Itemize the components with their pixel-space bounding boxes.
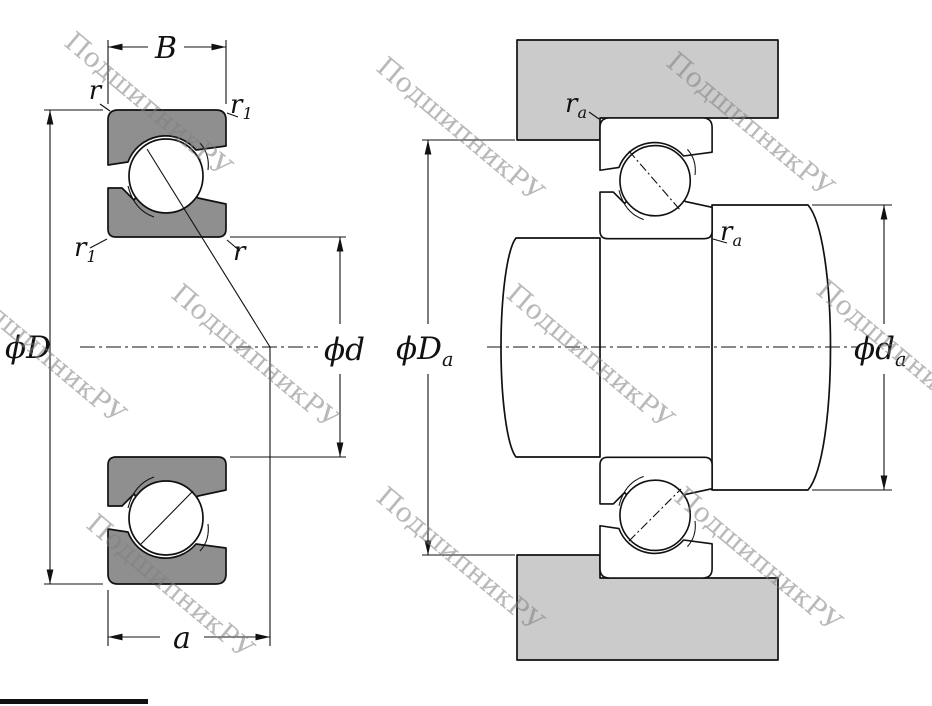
leader-r-outer <box>99 103 111 112</box>
leader-r1-outer <box>226 112 239 118</box>
label-phi-da: ϕda <box>854 331 906 371</box>
housing-block-bottom <box>516 554 779 661</box>
bearing-section-top <box>107 109 227 238</box>
bearing-section-bottom-mounted <box>599 456 713 579</box>
bearing-section-top-mounted <box>599 117 713 240</box>
dimension-a <box>107 347 271 646</box>
bearing-section-bottom <box>107 456 227 585</box>
label-B: B <box>154 31 177 66</box>
cross-section-view <box>44 40 346 646</box>
contact-axis-top-right <box>628 150 682 212</box>
leader-r1-inner <box>89 238 108 249</box>
dimension-da <box>812 204 892 491</box>
label-r1-outer: r1 <box>230 90 253 123</box>
dimension-D <box>44 109 103 585</box>
label-ra-shaft: ra <box>720 217 742 250</box>
label-a: a <box>173 621 191 656</box>
leader-ra-housing <box>588 111 600 120</box>
mounting-view <box>422 39 892 661</box>
label-r1-inner: r1 <box>74 233 97 266</box>
leader-ra-shaft <box>712 238 728 244</box>
dimension-B <box>107 40 227 104</box>
label-r-outer: r <box>89 76 103 106</box>
leader-r-inner <box>226 239 241 252</box>
label-r-inner: r <box>233 237 247 267</box>
housing-block-top <box>516 39 779 141</box>
contact-axis-bottom-right <box>628 488 682 542</box>
shaft-shoulder <box>711 204 832 491</box>
label-ra-housing: ra <box>565 89 587 122</box>
dimension-d <box>230 236 346 458</box>
dimension-Da <box>422 139 515 556</box>
label-phi-d: ϕd <box>324 332 365 368</box>
label-phi-Da: ϕDa <box>396 331 453 371</box>
table-border-fragment <box>0 699 148 704</box>
label-phi-D: ϕD <box>5 330 51 366</box>
contact-angle-line <box>146 148 271 348</box>
contact-axis-bottom <box>140 490 194 545</box>
labels: B r r1 r1 r ϕD ϕd a ra ra ϕDa ϕda <box>5 31 906 656</box>
